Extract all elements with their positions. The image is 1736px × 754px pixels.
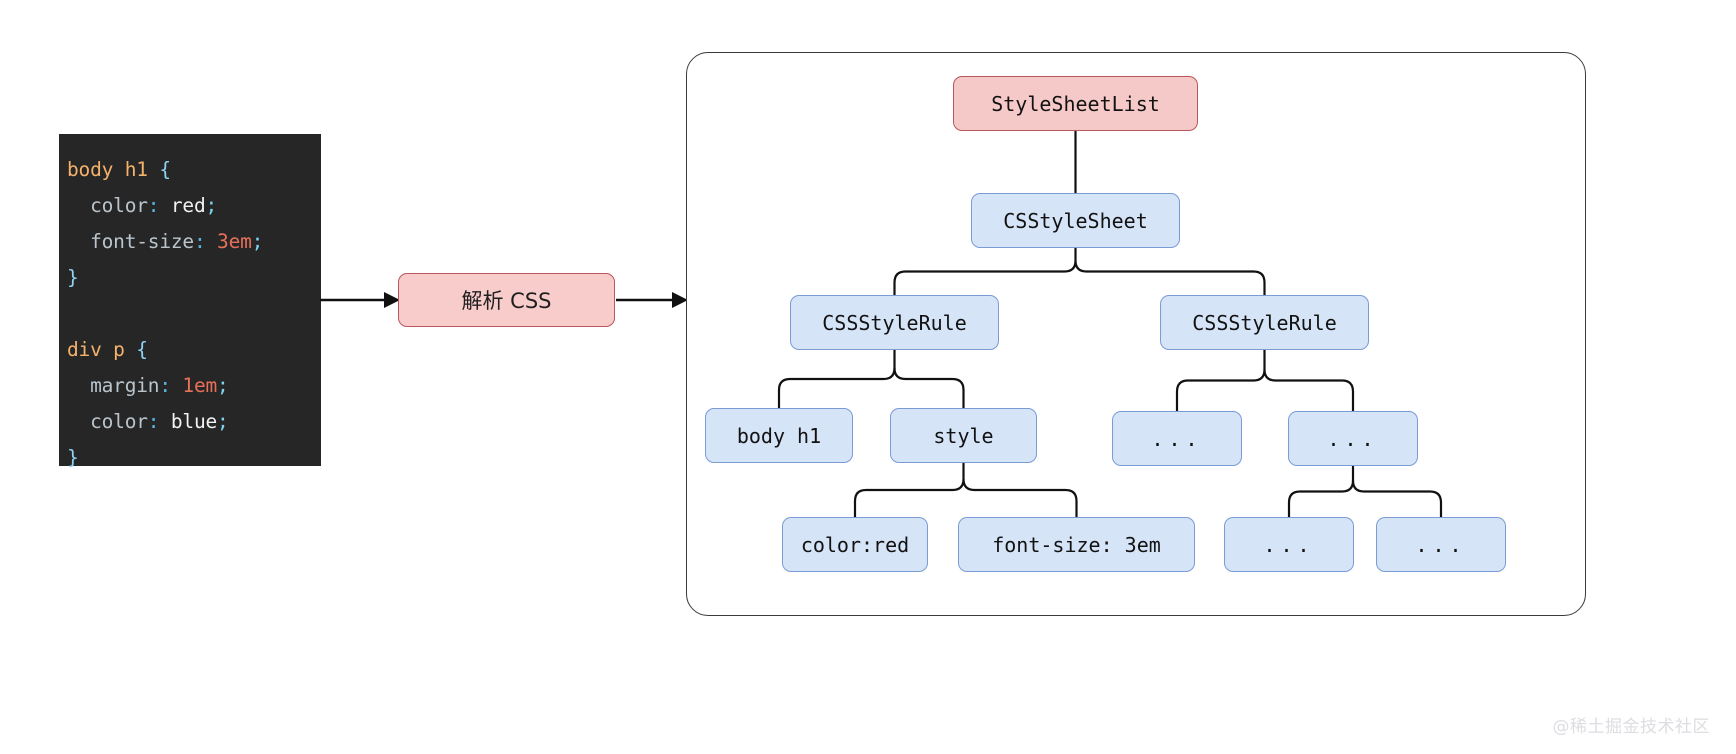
code-line-0: body h1 { [67,152,321,188]
code-line-6: margin: 1em; [67,368,321,404]
code-token-colon: : [147,410,160,433]
tree-node-cssstylesheet: CSStyleSheet [971,193,1180,248]
tree-node-dots-r4: ... [1376,517,1506,572]
tree-node-label: ... [1263,532,1315,557]
code-token-num: 1em [170,374,218,397]
code-token-semi: ; [205,194,218,217]
tree-node-decl-fontsize: font-size: 3em [958,517,1195,572]
tree-node-label: ... [1415,532,1467,557]
code-token-colon: : [147,194,160,217]
code-token-prop: margin [67,374,160,397]
css-code-block: body h1 { color: red; font-size: 3em;} d… [59,134,321,469]
watermark: @稀土掘金技术社区 [1552,717,1710,737]
code-token-colon: : [159,374,171,397]
tree-node-label: ... [1151,426,1203,451]
tree-node-dots-r2: ... [1288,411,1418,466]
parse-css-label: 解析 CSS [461,289,552,313]
tree-node-style-left: style [890,408,1037,463]
tree-node-stylesheetlist: StyleSheetList [953,76,1198,131]
tree-node-label: font-size: 3em [992,532,1161,557]
tree-node-dots-r1: ... [1112,411,1242,466]
code-line-3: } [67,260,321,296]
code-token-sel: body h1 [67,158,160,181]
code-line-1: color: red; [67,188,321,224]
arrow-code-to-parse [320,292,400,308]
code-line-7: color: blue; [67,404,321,440]
tree-node-label: CSStyleSheet [1003,208,1148,233]
parse-css-node: 解析 CSS [398,273,615,327]
code-line-5: div p { [67,332,321,368]
tree-node-label: ... [1327,426,1379,451]
code-token-colon: : [193,230,206,253]
tree-node-dots-r3: ... [1224,517,1354,572]
code-token-prop: font-size [67,230,194,253]
code-token-brace: { [159,158,171,181]
tree-node-selector-left: body h1 [705,408,853,463]
arrow-parse-to-tree [616,292,688,308]
tree-node-decl-color: color:red [782,517,928,572]
tree-node-label: StyleSheetList [991,91,1160,116]
tree-node-label: CSSStyleRule [1192,310,1337,335]
tree-node-label: style [933,423,994,448]
code-token-semi: ; [217,374,229,397]
code-line-2: font-size: 3em; [67,224,321,260]
tree-node-rule-left: CSSStyleRule [790,295,999,350]
code-token-prop: color [67,194,148,217]
code-token-semi: ; [251,230,264,253]
code-token-val: blue [159,410,218,433]
code-token-brace: } [67,446,79,469]
code-token-num: 3em [205,230,252,253]
code-token-val: red [159,194,206,217]
code-token-brace: } [67,266,79,289]
code-token-brace: { [136,338,148,361]
tree-node-label: CSSStyleRule [822,310,967,335]
code-line-8: } [67,440,321,476]
tree-node-rule-right: CSSStyleRule [1160,295,1369,350]
code-token-sel: div p [67,338,137,361]
tree-node-label: body h1 [736,423,822,448]
code-token-semi: ; [217,410,229,433]
code-token-prop: color [67,410,148,433]
code-line-4 [67,296,321,332]
tree-node-label: color:red [800,532,910,557]
